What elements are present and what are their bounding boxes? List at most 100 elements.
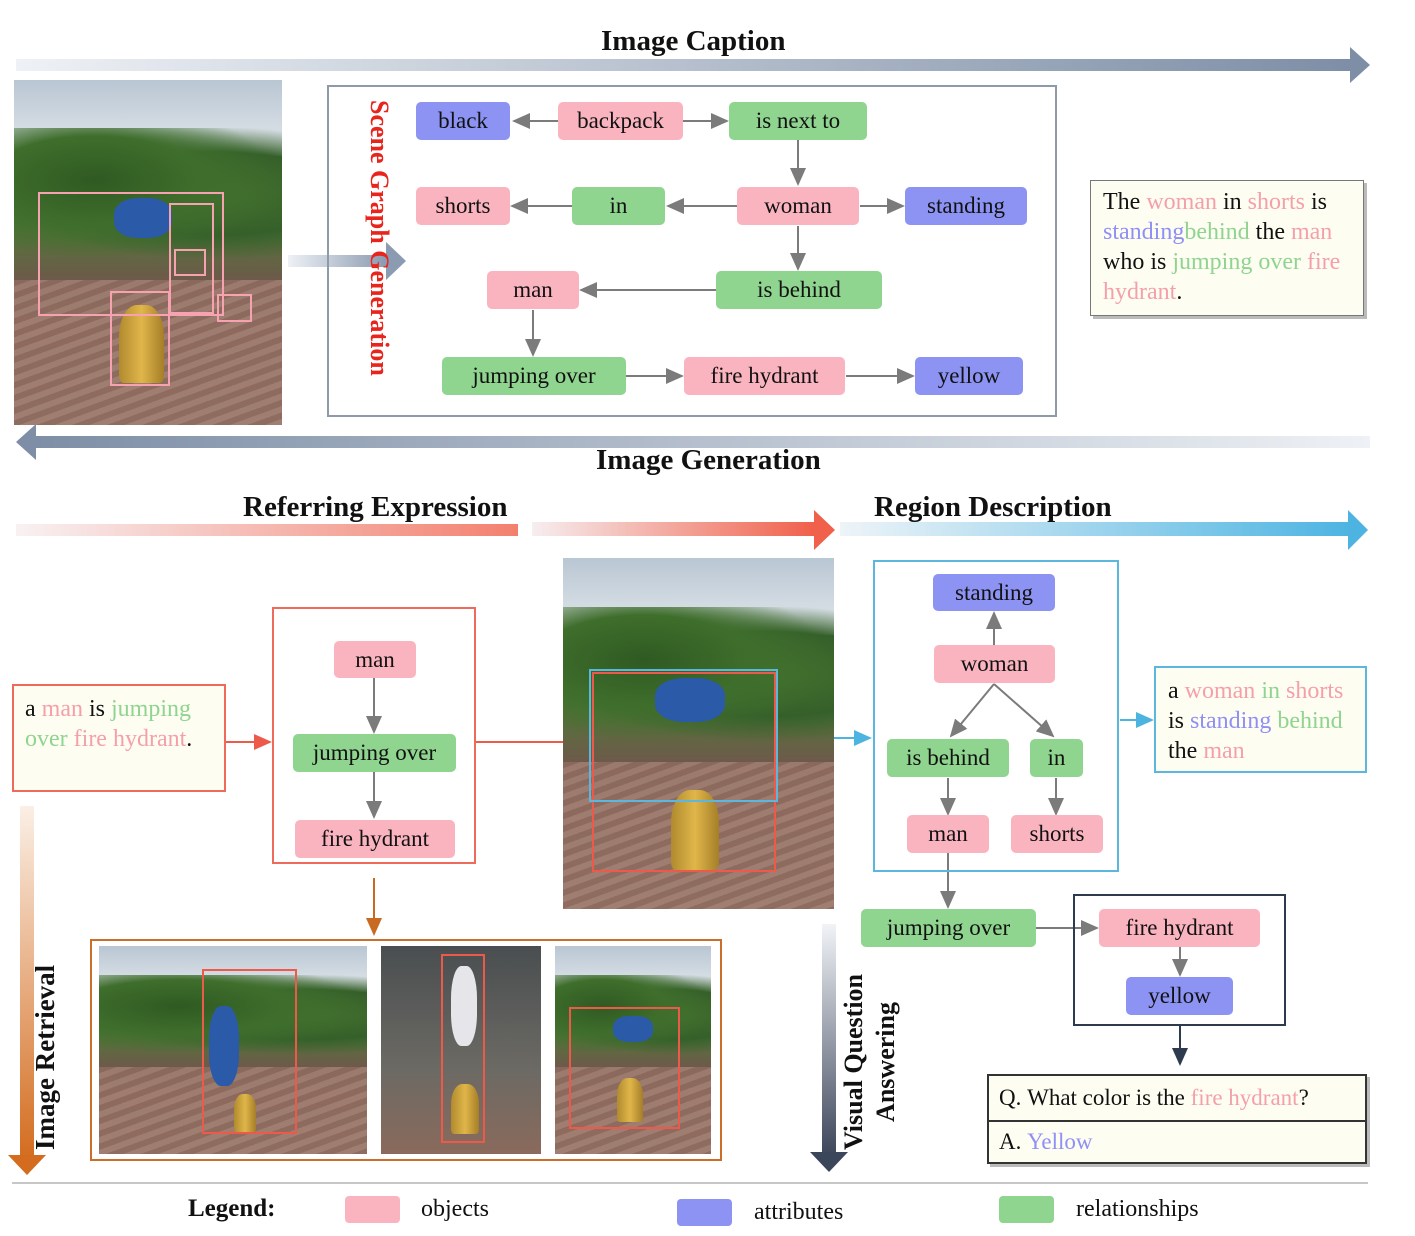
image-retrieval-label: Image Retrieval <box>30 964 60 1150</box>
bbox-shorts <box>174 249 206 276</box>
vqa-graph-panel <box>1073 894 1286 1026</box>
scene-graph-generation-label: Scene Graph Generation <box>365 100 394 376</box>
sg-node-is-behind: is behind <box>716 271 882 309</box>
ref-relationship: jumping <box>111 696 192 722</box>
sg-node-standing: standing <box>905 187 1027 225</box>
legend-attributes: attributes <box>754 1199 844 1225</box>
caption-object: fire <box>1307 249 1341 275</box>
ref-node-jumping-over: jumping over <box>293 734 456 772</box>
vqa-label-line1: Visual Question <box>839 973 868 1150</box>
rd-node-is-behind: is behind <box>887 739 1009 777</box>
sg-node-black: black <box>416 102 510 140</box>
bbox-described-region <box>589 669 778 802</box>
rd-word: the <box>1168 738 1198 764</box>
bbox-backpack <box>217 294 252 322</box>
rd-node-standing: standing <box>933 574 1055 611</box>
rd-relationship: behind <box>1277 708 1343 734</box>
caption-word: is <box>1310 189 1327 215</box>
region-graph-panel <box>873 560 1119 872</box>
bbox-fire-hydrant <box>110 291 170 386</box>
ref-relationship: over <box>25 726 68 752</box>
sg-node-woman: woman <box>737 187 859 225</box>
vqa-question: Q. What color is the fire hydrant? <box>989 1076 1365 1122</box>
rd-node-woman: woman <box>934 645 1055 683</box>
ref-object: man <box>41 696 83 722</box>
bbox-man <box>38 192 224 316</box>
caption-word: in <box>1222 189 1242 215</box>
scene-photo <box>14 80 282 425</box>
rd-node-man: man <box>907 815 989 853</box>
vqa-label-line2: Answering <box>871 1002 900 1122</box>
retrieval-results-panel <box>90 939 722 1161</box>
sg-node-jumping-over: jumping over <box>442 357 626 395</box>
image-caption-text: The woman in shorts is standingbehind th… <box>1090 180 1364 316</box>
region-description-title: Region Description <box>874 491 1112 523</box>
rd-node-fire-hydrant: fire hydrant <box>1099 909 1260 947</box>
caption-punct: . <box>1176 279 1183 305</box>
rd-word: is <box>1168 708 1185 734</box>
sg-node-fire-hydrant: fire hydrant <box>684 357 845 395</box>
rd-object: man <box>1203 738 1245 764</box>
ref-node-man: man <box>334 641 416 678</box>
caption-object: shorts <box>1247 189 1305 215</box>
caption-object: man <box>1290 219 1333 245</box>
vqa-q-text: What color is the <box>1027 1085 1185 1110</box>
legend-label: Legend: <box>188 1195 276 1222</box>
caption-word: who is <box>1103 249 1167 275</box>
vqa-label: Visual Question Answering <box>838 974 902 1150</box>
sg-node-shorts: shorts <box>416 187 510 225</box>
retrieved-image-1[interactable] <box>99 946 367 1154</box>
sg-node-in: in <box>572 187 665 225</box>
retrieved-image-3[interactable] <box>555 946 711 1154</box>
vqa-box: Q. What color is the fire hydrant? A. Ye… <box>987 1074 1367 1164</box>
image-generation-title: Image Generation <box>596 444 821 476</box>
rd-word: a <box>1168 678 1179 704</box>
rd-attribute: standing <box>1190 708 1272 734</box>
rd-node-shorts: shorts <box>1011 815 1103 853</box>
rd-node-jumping-over: jumping over <box>861 909 1036 947</box>
referring-expression-text: a man is jumping over fire hydrant. <box>12 684 226 792</box>
caption-word: The <box>1103 189 1141 215</box>
legend-swatch-objects <box>345 1196 400 1223</box>
sg-node-is-next-to: is next to <box>729 102 867 140</box>
rd-node-in: in <box>1030 739 1083 777</box>
sg-node-backpack: backpack <box>558 102 683 140</box>
rd-relationship: in <box>1261 678 1280 704</box>
center-photo <box>563 558 834 909</box>
referring-expression-title: Referring Expression <box>243 491 508 523</box>
sg-node-yellow: yellow <box>915 357 1023 395</box>
caption-relationship: jumping over <box>1172 249 1301 275</box>
ref-node-fire-hydrant: fire hydrant <box>295 820 455 858</box>
region-description-text: a woman in shorts is standing behind the… <box>1154 666 1367 773</box>
vqa-q-object: fire hydrant <box>1190 1085 1299 1110</box>
ref-word: is <box>88 696 105 722</box>
ref-word: a <box>25 696 36 722</box>
legend-objects: objects <box>421 1196 489 1222</box>
caption-object: hydrant <box>1103 279 1177 305</box>
vqa-a-prefix: A. <box>999 1129 1022 1154</box>
rd-node-yellow: yellow <box>1126 977 1233 1015</box>
bbox-referred-region <box>592 672 776 872</box>
ref-object: fire hydrant <box>73 726 187 752</box>
legend-relationships: relationships <box>1076 1196 1199 1222</box>
vqa-answer: A. Yellow <box>989 1122 1365 1162</box>
legend-swatch-attributes <box>677 1199 732 1226</box>
caption-object: woman <box>1146 189 1217 215</box>
rd-object: shorts <box>1285 678 1344 704</box>
bbox-woman <box>169 203 214 314</box>
vqa-q-prefix: Q. <box>999 1085 1022 1110</box>
caption-relationship: behind <box>1184 219 1250 245</box>
rd-object: woman <box>1184 678 1256 704</box>
image-caption-title: Image Caption <box>601 25 786 57</box>
referring-graph-panel <box>272 607 476 864</box>
caption-attribute: standing <box>1103 219 1185 245</box>
vqa-q-mark: ? <box>1298 1085 1309 1110</box>
scene-graph-panel <box>327 85 1057 417</box>
sg-node-man: man <box>487 271 579 309</box>
vqa-a-text: Yellow <box>1027 1129 1093 1154</box>
bbox-retrieved-1 <box>202 969 297 1134</box>
bbox-retrieved-2 <box>441 954 485 1143</box>
caption-word: the <box>1255 219 1285 245</box>
retrieved-image-2[interactable] <box>381 946 541 1154</box>
